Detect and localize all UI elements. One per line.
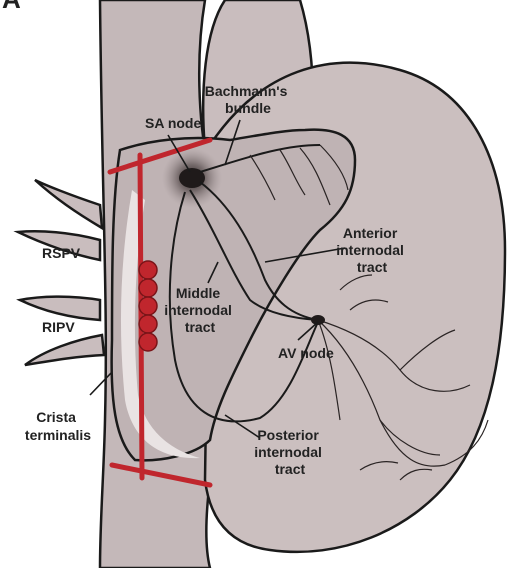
label-ripv: RIPV	[42, 319, 75, 335]
label-av-node: AV node	[278, 345, 334, 361]
internodal-tracts	[168, 144, 321, 423]
label-crista-terminalis: Crista terminalis	[25, 409, 91, 443]
label-anterior-internodal-tract: Anterior internodal tract	[336, 225, 408, 275]
label-sa-node: SA node	[145, 115, 201, 131]
red-circle-icon	[138, 314, 158, 334]
annotation-labels: SA node Bachmann's bundle Anterior inter…	[25, 83, 408, 477]
anterior-tract	[199, 181, 319, 321]
red-circle-icon	[138, 278, 158, 298]
bachmann-tract	[199, 144, 321, 173]
red-circle-icon	[138, 260, 158, 280]
label-middle-internodal-tract: Middle internodal tract	[164, 285, 236, 335]
posterior-tract	[168, 191, 319, 423]
ablation-lesions	[138, 260, 158, 352]
ablation-lines	[107, 137, 213, 488]
crista-band	[120, 190, 200, 459]
pulmonary-veins	[13, 178, 106, 367]
red-circle-icon	[138, 332, 158, 352]
red-circle-icon	[138, 296, 158, 316]
av-node-marker	[311, 315, 325, 325]
label-bachmann-bundle: Bachmann's bundle	[205, 83, 292, 116]
leader-lines	[89, 119, 346, 439]
conduction-branches	[249, 144, 489, 481]
label-rspv: RSPV	[42, 245, 81, 261]
sa-node-marker	[179, 168, 205, 188]
middle-tract	[189, 189, 319, 321]
label-posterior-internodal-tract: Posterior internodal tract	[254, 427, 326, 477]
panel-letter: A	[2, 0, 21, 14]
